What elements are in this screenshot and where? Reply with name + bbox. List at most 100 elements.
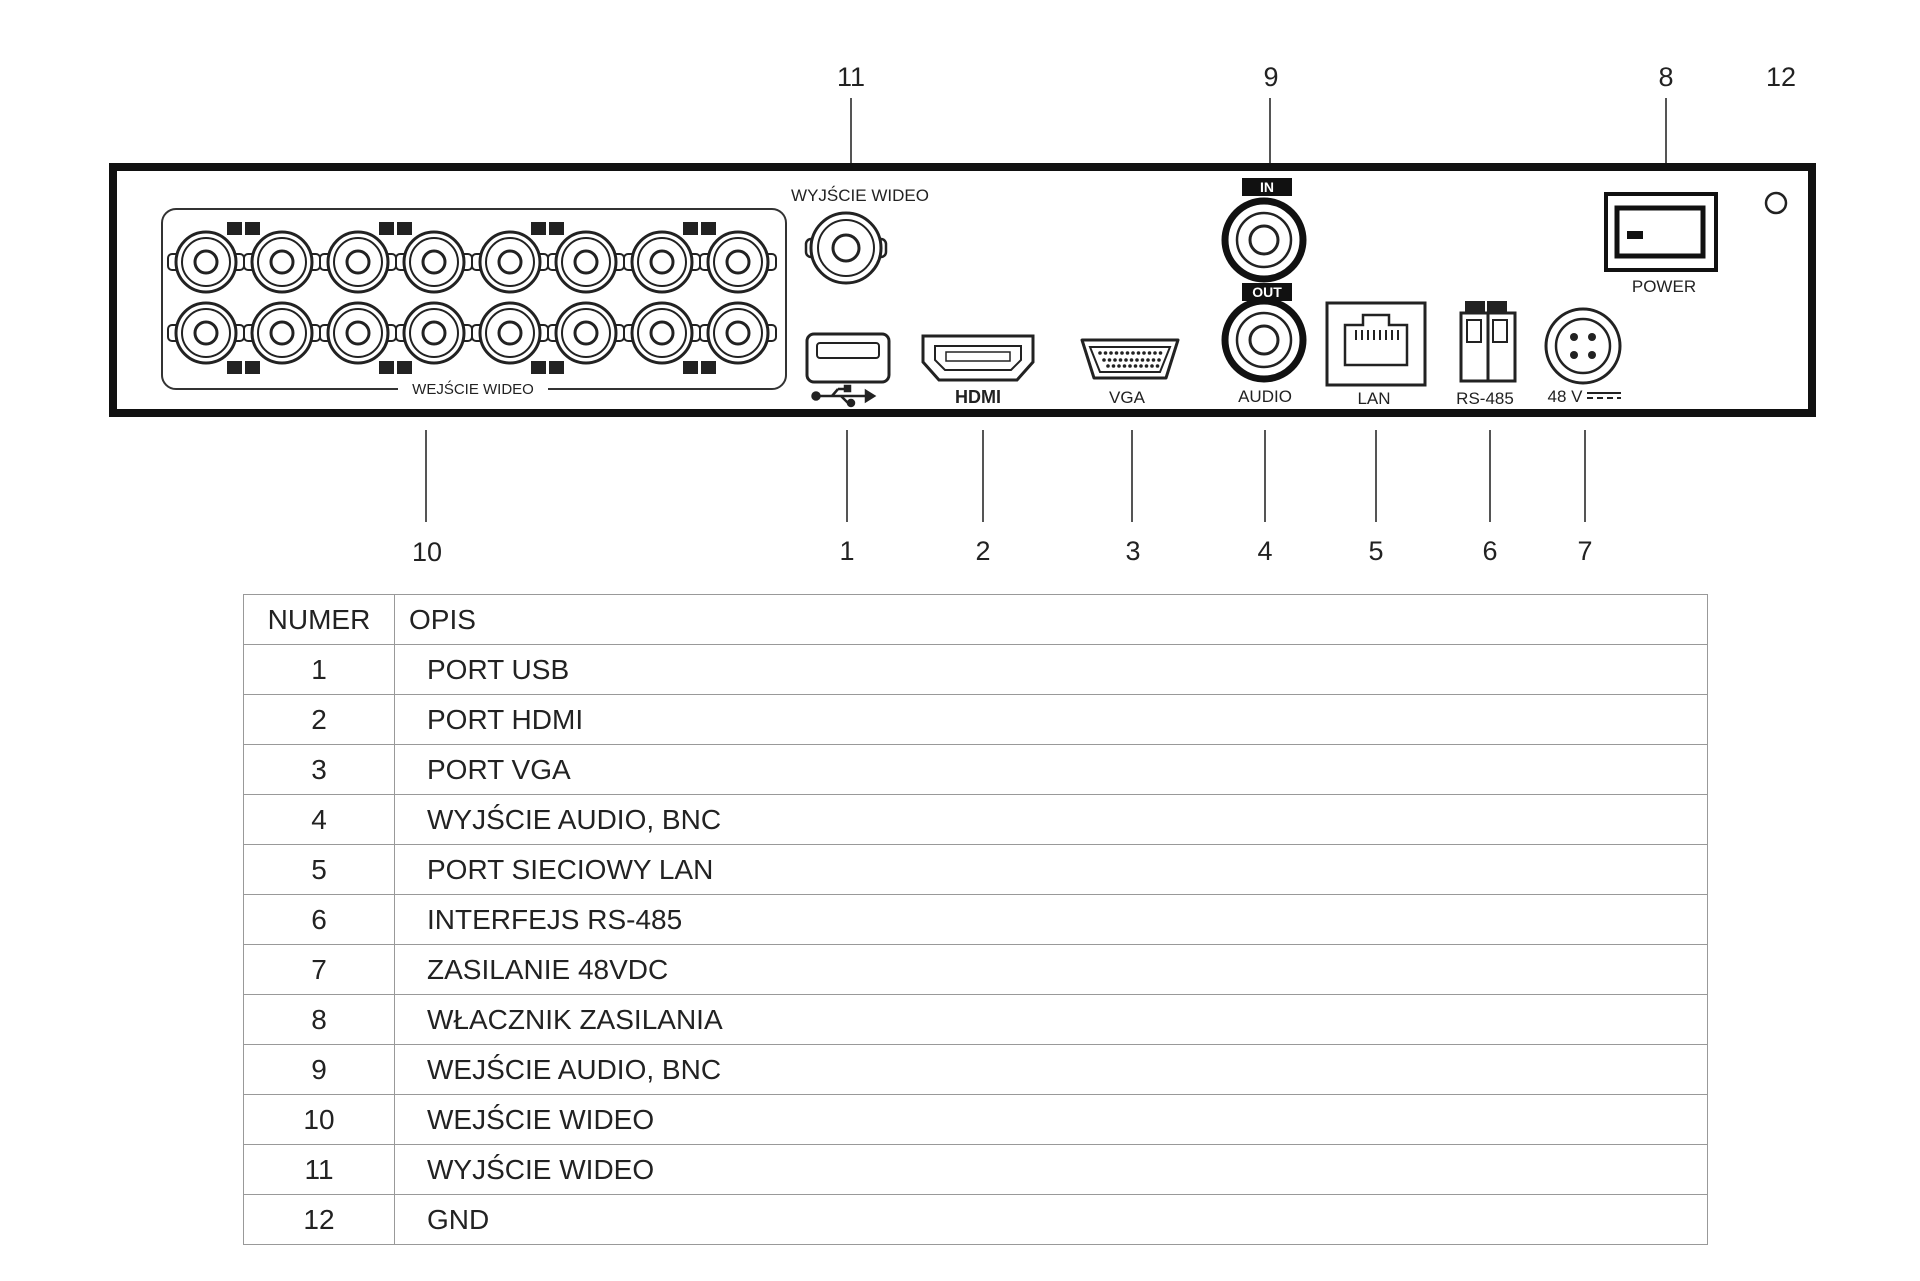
callout-1: 1 — [839, 536, 854, 566]
hdmi-label: HDMI — [955, 387, 1001, 407]
row-number: 12 — [243, 1194, 395, 1245]
video-output-port: WYJŚCIE WIDEO — [791, 186, 929, 285]
vga-pin — [1113, 358, 1117, 362]
channel-number-tag — [683, 222, 716, 235]
vga-pin — [1147, 351, 1152, 355]
bnc-video-input — [699, 301, 777, 365]
vga-pin — [1103, 351, 1108, 355]
bnc-video-input — [471, 301, 549, 365]
vga-pin — [1151, 358, 1156, 362]
vga-pin — [1146, 358, 1150, 362]
callout-11: 11 — [837, 62, 865, 92]
vga-pin — [1158, 351, 1163, 355]
vga-pin — [1111, 364, 1116, 368]
vga-pin — [1109, 351, 1113, 355]
callout-6: 6 — [1482, 536, 1497, 566]
vga-pin — [1122, 364, 1127, 368]
row-description: WEJŚCIE WIDEO — [394, 1094, 1708, 1145]
row-number: 8 — [243, 994, 395, 1045]
vga-pin — [1118, 358, 1123, 362]
vga-pin — [1128, 364, 1132, 368]
rs485-label: RS-485 — [1456, 389, 1514, 408]
table-header-row: NUMER OPIS — [243, 594, 1708, 645]
row-number: 6 — [243, 894, 395, 945]
callout-10: 10 — [412, 537, 442, 567]
row-number: 7 — [243, 944, 395, 995]
vga-pin — [1114, 351, 1119, 355]
header-number: NUMER — [243, 594, 395, 645]
callout-9: 9 — [1263, 62, 1278, 92]
row-number: 9 — [243, 1044, 395, 1095]
dc-symbol-icon — [1587, 392, 1621, 399]
row-description: PORT USB — [394, 644, 1708, 695]
lan-label: LAN — [1357, 389, 1390, 408]
audio-in-tag-text: IN — [1260, 179, 1274, 195]
audio-label: AUDIO — [1238, 387, 1292, 406]
vga-pin — [1140, 358, 1145, 362]
audio-out-tag-text: OUT — [1252, 284, 1282, 300]
row-description: PORT SIECIOWY LAN — [394, 844, 1708, 895]
channel-number-tag — [379, 222, 412, 235]
video-input-label: WEJŚCIE WIDEO — [412, 380, 534, 398]
row-number: 11 — [243, 1144, 395, 1195]
channel-number-tag — [227, 222, 260, 235]
row-number: 10 — [243, 1094, 395, 1145]
header-description: OPIS — [394, 594, 1708, 645]
channel-number-tag — [227, 361, 260, 374]
leader-lines — [425, 98, 1667, 522]
callout-5: 5 — [1368, 536, 1383, 566]
channel-number-tag — [683, 361, 716, 374]
dc-power-input: 48 V — [1544, 307, 1622, 406]
power-input-label: 48 V — [1548, 387, 1584, 406]
vga-label: VGA — [1109, 388, 1146, 407]
callout-2: 2 — [975, 536, 990, 566]
vga-pin — [1125, 351, 1130, 355]
bnc-video-input — [395, 301, 473, 365]
row-number: 2 — [243, 694, 395, 745]
callout-8: 8 — [1658, 62, 1673, 92]
audio-out-tag — [1242, 283, 1292, 301]
usb-icon — [811, 384, 877, 408]
bnc-video-input — [319, 301, 397, 365]
vga-pin — [1106, 364, 1110, 368]
bnc-video-input — [623, 230, 701, 294]
bnc-video-input — [243, 301, 321, 365]
bnc-video-input — [167, 301, 245, 365]
bnc-video-input — [547, 230, 625, 294]
row-number: 5 — [243, 844, 395, 895]
vga-pin — [1098, 351, 1102, 355]
row-description: WŁACZNIK ZASILANIA — [394, 994, 1708, 1045]
bnc-video-input — [623, 301, 701, 365]
callout-7: 7 — [1577, 536, 1592, 566]
vga-pin — [1124, 358, 1128, 362]
bnc-video-input — [167, 230, 245, 294]
bnc-video-input — [547, 301, 625, 365]
bnc-video-input — [699, 230, 777, 294]
callout-4: 4 — [1257, 536, 1272, 566]
row-number: 3 — [243, 744, 395, 795]
vga-pin — [1135, 358, 1139, 362]
vga-pin — [1129, 358, 1134, 362]
row-number: 4 — [243, 794, 395, 845]
row-description: WYJŚCIE WIDEO — [394, 1144, 1708, 1195]
vga-pin — [1153, 351, 1157, 355]
channel-number-tag — [531, 222, 564, 235]
callout-12: 12 — [1766, 62, 1796, 92]
vga-pin — [1136, 351, 1141, 355]
row-description: PORT VGA — [394, 744, 1708, 795]
bnc-video-input — [243, 230, 321, 294]
video-input-group: WEJŚCIE WIDEO — [161, 208, 787, 399]
vga-pin — [1120, 351, 1124, 355]
bnc-video-input — [319, 230, 397, 294]
rear-panel-diagram: 11 9 8 12 10 1 2 3 4 5 6 7 WEJŚCIE WIDEO… — [109, 62, 1816, 567]
power-label: POWER — [1632, 277, 1696, 296]
row-description: WYJŚCIE AUDIO, BNC — [394, 794, 1708, 845]
audio-ports: IN OUT AUDIO — [1221, 178, 1307, 406]
row-description: WEJŚCIE AUDIO, BNC — [394, 1044, 1708, 1095]
